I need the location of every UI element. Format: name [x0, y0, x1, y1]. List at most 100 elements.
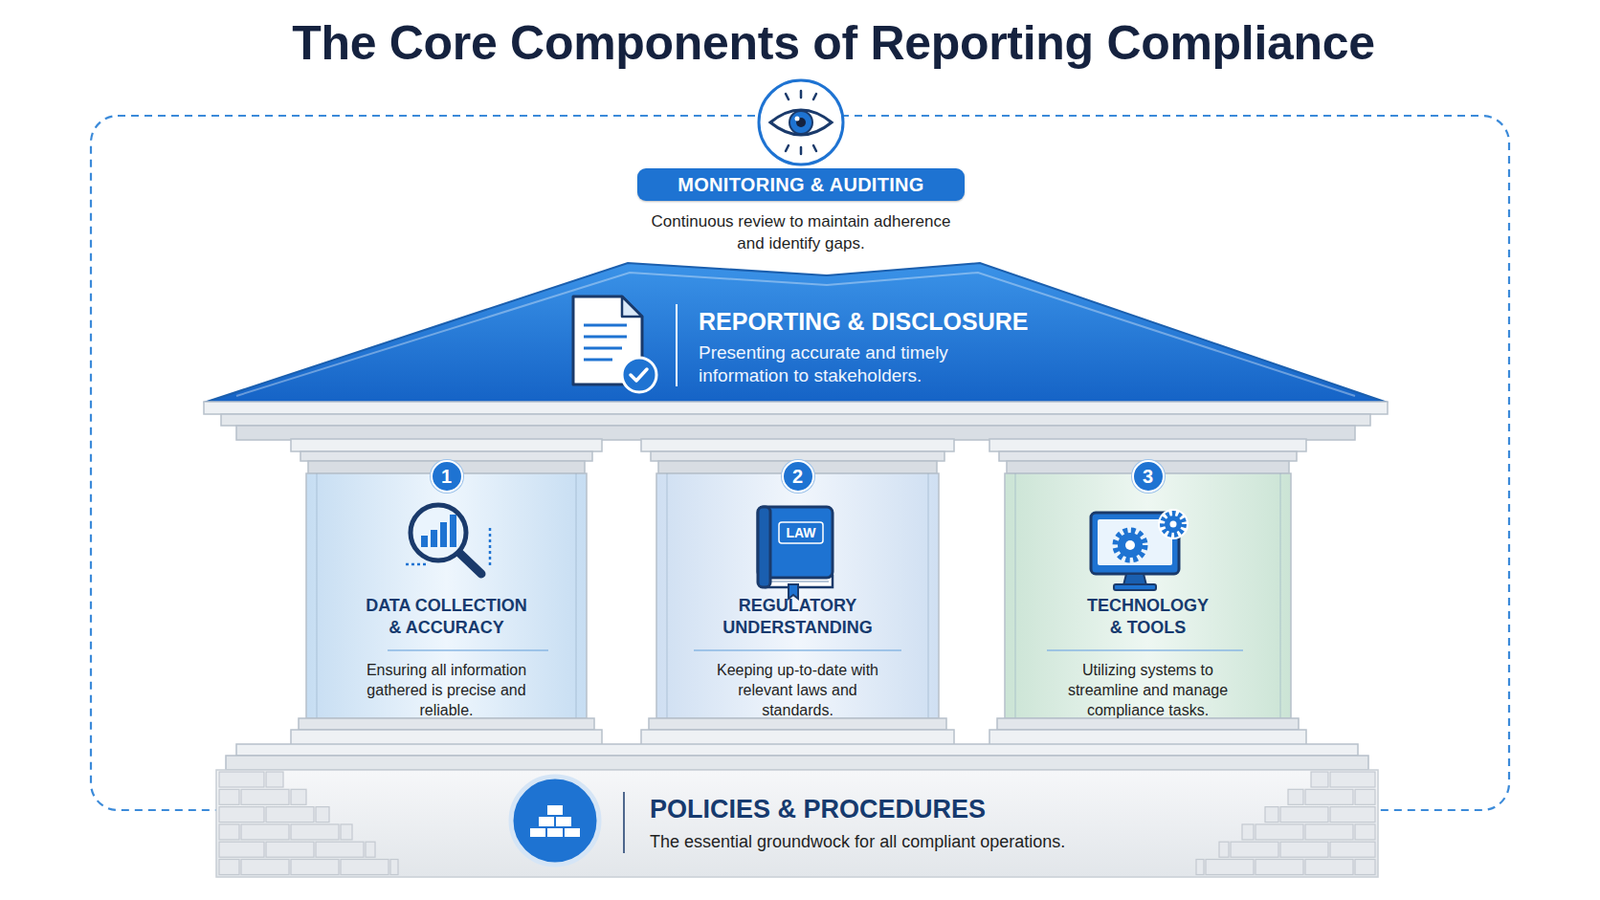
gear-teeth: [1115, 531, 1145, 560]
document-icon: [573, 296, 657, 393]
monitoring-frame: MONITORING & AUDITINGContinuous review t…: [89, 114, 1511, 812]
separator-line: [622, 792, 625, 854]
base-block: [216, 770, 1378, 878]
stone-brick: [1219, 842, 1229, 858]
stone-brick: [365, 842, 376, 858]
separator-line: [1046, 649, 1244, 652]
pillar-capital: [641, 439, 955, 452]
document-line: [583, 324, 627, 328]
gear-body: [1164, 515, 1182, 534]
check-mark: [630, 369, 647, 381]
separator-line: [693, 649, 902, 652]
stone-brick: [219, 824, 240, 841]
stone-brick: [219, 789, 240, 805]
pillar-heading: REGULATORY UNDERSTANDING: [711, 595, 886, 640]
stone-brick: [1330, 807, 1376, 823]
dotted-line: [405, 563, 429, 567]
stone-brick: [315, 842, 364, 858]
eye-iris: [789, 111, 813, 134]
pillar-plinth: [290, 730, 602, 746]
pillar-plinth: [997, 718, 1299, 731]
stone-brick: [1305, 860, 1354, 876]
stone-brick: [1305, 824, 1354, 841]
brick: [537, 816, 556, 828]
brick: [546, 827, 564, 839]
stone-brick: [1205, 860, 1254, 876]
bricks-icon: [511, 777, 600, 866]
stone-brick: [340, 860, 389, 876]
monitor-gears-icon: [1090, 509, 1189, 591]
gear-teeth: [1162, 513, 1184, 535]
pillar-column: 1DATA COLLECTION & ACCURACYEnsuring all …: [290, 439, 602, 746]
eye-icon: [758, 80, 844, 165]
eye-highlight: [795, 116, 800, 122]
roof-cornice: [203, 401, 1388, 415]
stone-brick: [1330, 842, 1376, 858]
pillar-column: 2REGULATORY UNDERSTANDINGKeeping up-to-d…: [641, 439, 955, 746]
stone-brick: [1242, 824, 1254, 841]
pillar-heading: TECHNOLOGY & TOOLS: [1081, 595, 1216, 640]
eye-pupil: [796, 117, 806, 128]
pillar-description: Keeping up-to-date with relevant laws an…: [704, 660, 892, 721]
icon-label: LAW: [772, 524, 830, 542]
eye-ray: [785, 145, 789, 152]
stone-brick: [390, 860, 399, 876]
chart-bar: [449, 514, 457, 548]
pillar-capital: [290, 439, 602, 452]
pillar-description: Ensuring all information gathered is pre…: [353, 660, 541, 721]
pillar-heading: DATA COLLECTION & ACCURACY: [359, 595, 534, 640]
base-heading: POLICIES & PROCEDURES: [649, 794, 1320, 825]
bricks-circle: [511, 777, 600, 866]
monitor-base: [1113, 584, 1156, 591]
document-line: [583, 358, 613, 362]
book-cover: [757, 507, 833, 578]
stone-brick: [1355, 824, 1376, 841]
stone-brick: [266, 772, 284, 788]
pillar-plinth: [641, 730, 955, 746]
pillar-column: 3TECHNOLOGY & TOOLSUtilizing systems to …: [989, 439, 1307, 746]
stone-brick: [1330, 772, 1376, 788]
document-fold: [622, 296, 643, 317]
stone-brick: [290, 860, 339, 876]
magnifier-handle: [458, 552, 482, 575]
stone-brick: [241, 824, 289, 841]
dotted-line: [488, 528, 492, 567]
gear-hole: [1170, 521, 1178, 529]
callout-number: 3: [1132, 460, 1165, 493]
stone-brick: [241, 860, 289, 876]
gear-backing: [1157, 509, 1189, 540]
book-ribbon: [788, 584, 799, 600]
pillar-flute: [666, 473, 668, 719]
stone-brick: [1255, 824, 1304, 841]
roof-description: Presenting accurate and timely informati…: [698, 341, 977, 388]
base-step: [225, 755, 1369, 771]
stone-brick: [1280, 842, 1329, 858]
chart-bar: [430, 530, 438, 548]
law-book-icon: [757, 507, 833, 600]
eye-ray: [800, 147, 803, 155]
eye-circle: [758, 80, 844, 165]
roof-triangle: [203, 263, 1388, 403]
monitor-stand: [1123, 574, 1147, 586]
roof-pediment: REPORTING & DISCLOSURE Presenting accurat…: [203, 260, 1388, 442]
pillar-plinth: [648, 718, 947, 731]
magnifier-chart-icon: [405, 505, 490, 575]
eye-ray: [800, 90, 803, 98]
eye-ray: [813, 93, 817, 100]
foundation-base: POLICIES & PROCEDURESThe essential groun…: [216, 744, 1378, 878]
base-step: [236, 744, 1358, 756]
stone-brick: [340, 824, 353, 841]
pillar-shaft: [656, 473, 939, 719]
document-line: [583, 347, 623, 351]
book-pages: [765, 576, 833, 588]
roof-highlight: [236, 272, 1356, 397]
section-heading: MONITORING & AUDITING: [637, 168, 965, 201]
brick: [529, 827, 547, 839]
stone-brick: [290, 789, 307, 805]
roof-heading: REPORTING & DISCLOSURE: [698, 307, 1101, 336]
pillar-shaft: [1004, 473, 1291, 719]
eye-ray: [813, 145, 817, 152]
stone-brick: [219, 807, 265, 823]
chart-bar: [440, 522, 447, 548]
